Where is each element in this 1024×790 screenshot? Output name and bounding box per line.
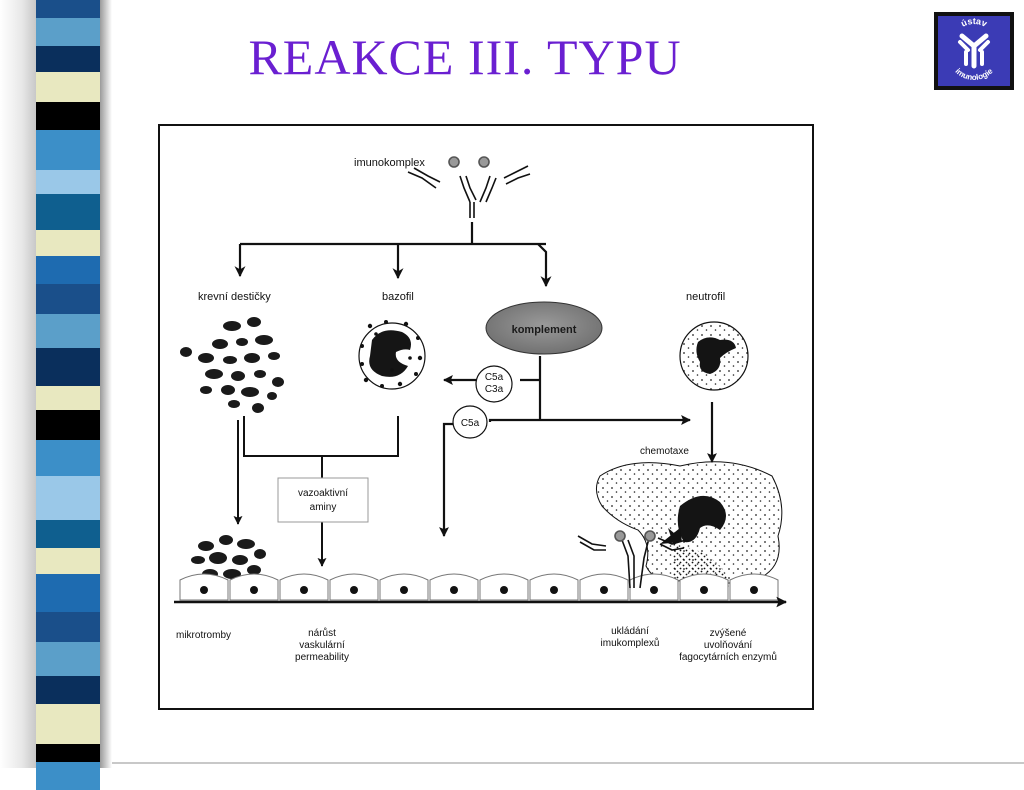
logo-text-bottom: imunologie bbox=[953, 66, 994, 82]
endothelial-nucleus bbox=[400, 586, 408, 594]
stripe-segment bbox=[36, 410, 100, 440]
endothelial-nucleus bbox=[750, 586, 758, 594]
footer-line bbox=[112, 762, 1024, 764]
decorative-stripe-bar bbox=[36, 0, 100, 790]
slide-title: REAKCE III. TYPU bbox=[248, 29, 682, 85]
deposited-immunocomplexes bbox=[577, 530, 687, 589]
endothelial-nucleus bbox=[450, 586, 458, 594]
stripe-segment bbox=[36, 642, 100, 676]
label-chemotaxis: chemotaxe bbox=[640, 446, 689, 457]
sidebar-shadow-right bbox=[100, 0, 112, 768]
stripe-segment bbox=[36, 18, 100, 46]
complement-oval bbox=[485, 301, 603, 355]
label-enzymes-line1: zvýšené bbox=[710, 628, 747, 639]
label-permeability-line2: vaskulární bbox=[299, 640, 345, 651]
svg-text:imunologie: imunologie bbox=[953, 66, 994, 82]
label-platelets: krevní destičky bbox=[198, 291, 271, 303]
label-c5a-top: C5a bbox=[485, 372, 504, 383]
endothelial-nucleus bbox=[650, 586, 658, 594]
anaphylatoxin-arrows bbox=[439, 356, 691, 537]
label-basophil: bazofil bbox=[382, 291, 414, 303]
stripe-segment bbox=[36, 386, 100, 410]
label-neutrophil: neutrofil bbox=[686, 291, 725, 303]
type-iii-reaction-diagram: imunokomplex krevní destičky bazofil bbox=[158, 124, 814, 710]
label-c5a-lower: C5a bbox=[461, 418, 480, 429]
stripe-segment bbox=[36, 548, 100, 574]
label-deposition-line1: ukládání bbox=[611, 626, 649, 637]
endothelial-nucleus bbox=[700, 586, 708, 594]
c5a-c3a-bubble bbox=[475, 365, 513, 403]
amine-arrows bbox=[233, 416, 399, 567]
endothelial-nucleus bbox=[600, 586, 608, 594]
endothelial-nucleus bbox=[200, 586, 208, 594]
label-permeability-line3: permeability bbox=[295, 652, 349, 663]
stripe-segment bbox=[36, 284, 100, 314]
branch-arrows bbox=[234, 222, 552, 288]
stripe-segment bbox=[36, 476, 100, 520]
stripe-segment bbox=[36, 170, 100, 194]
institute-logo: ústav imunologie bbox=[934, 12, 1014, 90]
stripe-segment bbox=[36, 72, 100, 102]
endothelial-nucleus bbox=[350, 586, 358, 594]
stripe-segment bbox=[36, 762, 100, 790]
endothelial-nucleus bbox=[250, 586, 258, 594]
stripe-segment bbox=[36, 704, 100, 744]
stripe-segment bbox=[36, 744, 100, 762]
antibody-logo-icon: ústav imunologie bbox=[953, 16, 994, 82]
stripe-segment bbox=[36, 348, 100, 386]
endothelial-nucleus bbox=[300, 586, 308, 594]
label-microthrombi: mikrotromby bbox=[176, 630, 231, 641]
label-complement: komplement bbox=[512, 324, 577, 336]
c5a-bubble bbox=[452, 405, 488, 439]
stripe-segment bbox=[36, 440, 100, 476]
stripe-segment bbox=[36, 194, 100, 230]
label-deposition-line2: imukomplexů bbox=[601, 637, 660, 649]
label-immunocomplex: imunokomplex bbox=[354, 157, 425, 169]
immunocomplex-group bbox=[407, 156, 531, 218]
neutrophil-cell bbox=[679, 321, 749, 391]
label-vasoactive-line2: aminy bbox=[310, 502, 337, 513]
endothelium-cells bbox=[179, 573, 779, 601]
label-vasoactive-line1: vazoaktivní bbox=[298, 488, 348, 499]
logo-text-top: ústav bbox=[959, 16, 988, 29]
diagram-canvas: imunokomplex krevní destičky bazofil bbox=[174, 156, 788, 663]
stripe-segment bbox=[36, 676, 100, 704]
label-c3a: C3a bbox=[485, 384, 504, 395]
stripe-segment bbox=[36, 574, 100, 612]
stripe-segment bbox=[36, 102, 100, 130]
stripe-segment bbox=[36, 0, 100, 18]
stripe-segment bbox=[36, 314, 100, 348]
endothelial-nucleus bbox=[500, 586, 508, 594]
vasoactive-amines-box bbox=[277, 477, 369, 523]
svg-text:ústav: ústav bbox=[959, 16, 988, 29]
label-permeability-line1: nárůst bbox=[308, 627, 336, 639]
label-enzymes-line3: fagocytárních enzymů bbox=[679, 651, 777, 663]
stripe-segment bbox=[36, 46, 100, 72]
sidebar-shadow-left bbox=[0, 0, 36, 768]
label-enzymes-line2: uvolňování bbox=[704, 640, 753, 651]
stripe-segment bbox=[36, 612, 100, 642]
stripe-segment bbox=[36, 256, 100, 284]
stripe-segment bbox=[36, 130, 100, 170]
basophil-cell bbox=[358, 320, 426, 390]
stripe-segment bbox=[36, 230, 100, 256]
endothelial-nucleus bbox=[550, 586, 558, 594]
platelet-cluster bbox=[180, 317, 284, 413]
stripe-segment bbox=[36, 520, 100, 548]
